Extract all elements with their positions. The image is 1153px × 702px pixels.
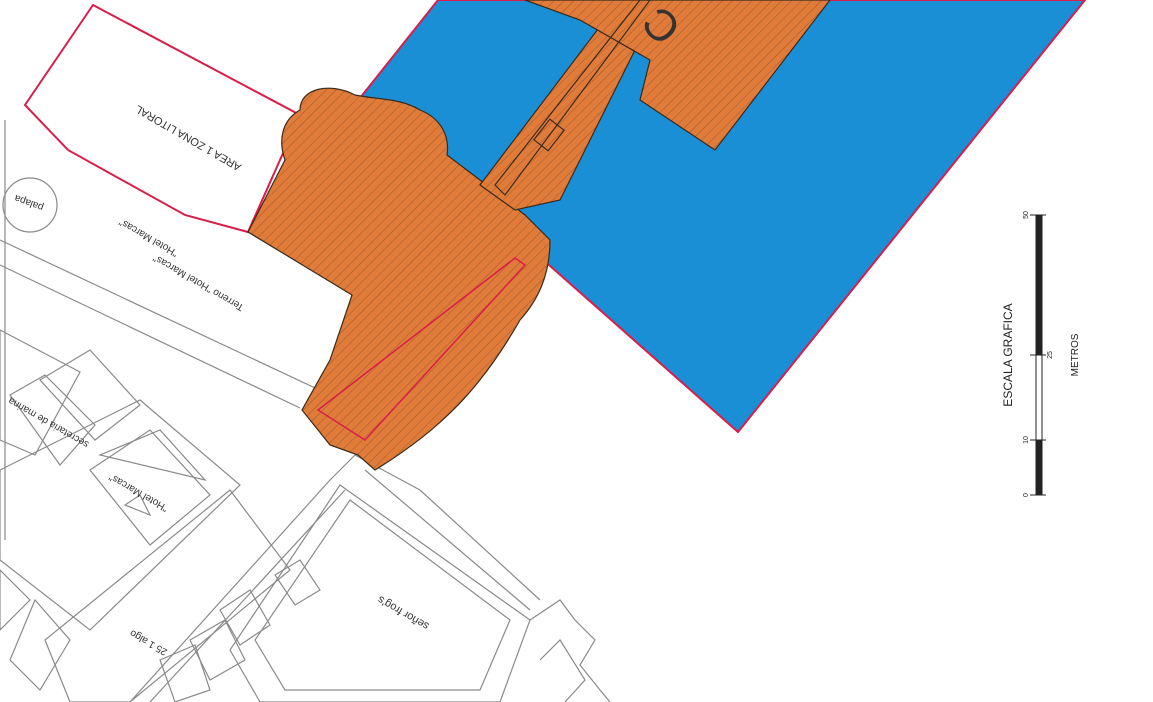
concession-area [247,0,831,471]
label-terreno-hotel: Terreno "Hotel Marcas" [151,252,246,313]
land-linework [0,120,611,702]
scale-bar: ESCALA GRAFICA METROS 0 10 25 50 [1001,211,1081,497]
label-hotel-marcas: "Hotel Marcas" [117,216,180,259]
label-senor-frogs: señor frog's [375,593,431,632]
label-hotel-building: "Hotel Marcas" [107,471,170,514]
scale-tick-10: 10 [1023,436,1030,444]
scale-tick-50: 50 [1023,211,1030,219]
scale-title: ESCALA GRAFICA [1001,303,1015,406]
scale-tick-0: 0 [1023,493,1030,497]
scale-units: METROS [1070,333,1081,376]
scale-tick-25: 25 [1047,351,1054,359]
label-palapa: palapa [13,192,45,213]
label-street: 25 1 algo [128,627,170,657]
